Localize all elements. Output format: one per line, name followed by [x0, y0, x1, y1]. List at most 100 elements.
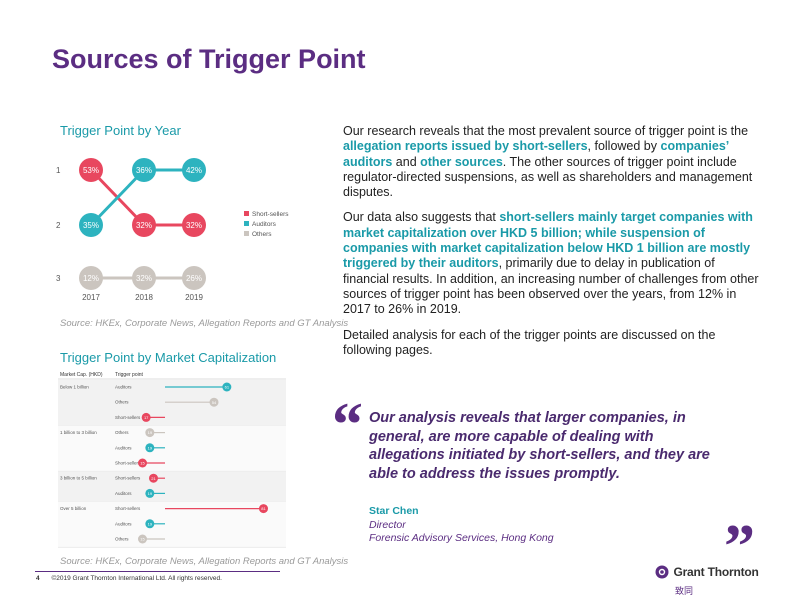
lollipop-head [138, 458, 147, 468]
author-department: Forensic Advisory Services, Hong Kong [369, 532, 554, 544]
x-tick-label: 2018 [135, 293, 153, 302]
group-band [58, 425, 286, 472]
data-point [182, 266, 206, 290]
row-label: Auditors [115, 445, 132, 450]
x-tick-label: 2019 [185, 293, 203, 302]
logo-chinese: 致同 [675, 586, 694, 596]
data-label: 21 [151, 476, 156, 481]
highlight-text: other sources [420, 154, 503, 169]
data-label: 15 [140, 537, 145, 542]
lollipop-head [138, 534, 147, 544]
data-label: 61 [225, 385, 230, 390]
legend-swatch [244, 231, 249, 236]
chart1-source: Source: HKEx, Corporate News, Allegation… [60, 318, 349, 329]
paragraph-2: Our data also suggests that short-seller… [343, 210, 763, 317]
data-label: 81 [261, 506, 266, 511]
lollipop-head [145, 519, 155, 529]
grant-thornton-logo: Grant Thornton 致同 [655, 563, 759, 599]
y-tick-label: 2 [56, 221, 61, 230]
data-label: 32% [136, 274, 152, 283]
author-role: Director [369, 518, 406, 531]
body-segment: . The other sources of trigger point inc… [343, 154, 753, 200]
highlight-text: allegation reports issued by short-selle… [343, 139, 588, 154]
column-header: Market Cap. (HKD) [60, 372, 103, 378]
data-label: 54 [212, 400, 217, 405]
data-label: 15 [140, 461, 145, 466]
group-label: Over 5 billion [60, 506, 87, 511]
body-segment: Our research reveals that the most preva… [343, 124, 749, 138]
author-name: Star Chen [369, 505, 419, 517]
lollipop-head [259, 504, 268, 514]
data-label: 19 [148, 491, 153, 496]
body-segment: Our data also suggests that [343, 210, 500, 225]
paragraph-1: Our research reveals that the most preva… [343, 124, 763, 200]
body-segment: , followed by [587, 139, 661, 154]
column-header: Trigger point [115, 372, 143, 378]
body-text: Our research reveals that the most preva… [343, 124, 763, 368]
lollipop-head [145, 428, 155, 438]
group-band [58, 380, 286, 426]
data-point [182, 213, 206, 237]
highlight-text: companies’ auditors [343, 139, 729, 169]
quote-attribution: Star Chen Director Forensic Advisory Ser… [369, 505, 554, 546]
body-segment: , primarily due to delay in publication … [343, 256, 759, 317]
group-band [58, 501, 286, 548]
data-point [182, 158, 206, 182]
data-point [132, 213, 156, 237]
open-quote-icon: “ [332, 391, 363, 459]
footer: 4 ©2019 Grant Thornton International Ltd… [36, 575, 222, 582]
x-tick-label: 2017 [82, 293, 100, 302]
data-label: 53% [83, 166, 99, 175]
footer-divider [35, 571, 280, 572]
row-label: Auditors [115, 491, 132, 496]
pull-quote: Our analysis reveals that larger compani… [369, 410, 710, 482]
page-number: 4 [36, 575, 40, 582]
data-point [79, 213, 103, 237]
row-label: Auditors [115, 385, 132, 390]
lollipop-head [149, 473, 158, 483]
group-label: Below 1 billion [60, 385, 89, 390]
data-point [132, 266, 156, 290]
legend-label: Auditors [252, 221, 277, 228]
data-label: 17 [144, 415, 149, 420]
body-segment: and [392, 154, 421, 169]
row-label: Auditors [115, 521, 132, 526]
data-point [79, 266, 103, 290]
row-label: Others [115, 400, 129, 405]
legend-swatch [244, 211, 249, 216]
page-title: Sources of Trigger Point [52, 44, 366, 74]
row-label: Others [115, 430, 129, 435]
legend-label: Short-sellers [252, 211, 289, 218]
copyright: ©2019 Grant Thornton International Ltd. … [51, 575, 222, 582]
data-point [79, 158, 103, 182]
data-label: 12% [83, 274, 99, 283]
row-label: Short-sellers [115, 415, 141, 420]
lollipop-head [222, 382, 232, 392]
row-label: Short-sellers [115, 461, 141, 466]
lollipop-head [141, 412, 151, 422]
lollipop-head [145, 488, 155, 498]
row-label: Others [115, 537, 129, 542]
chart1-title: Trigger Point by Year [60, 123, 181, 138]
logo-mark-icon [655, 565, 669, 579]
paragraph-3: Detailed analysis for each of the trigge… [343, 327, 716, 357]
group-label: 1 billion to 3 billion [60, 430, 97, 435]
row-label: Short-sellers [115, 476, 141, 481]
data-label: 19 [148, 445, 153, 450]
lollipop-head [145, 443, 155, 453]
data-point [132, 158, 156, 182]
group-band [58, 471, 286, 502]
legend-label: Others [252, 231, 272, 238]
chart2-title: Trigger Point by Market Capitalization [60, 350, 277, 365]
data-label: 26% [186, 274, 202, 283]
data-label: 42% [186, 166, 202, 175]
data-label: 32% [186, 221, 202, 230]
lollipop-head [209, 397, 219, 407]
group-label: 3 billion to 5 billion [60, 476, 97, 481]
logo-brand: Grant Thornton [673, 565, 759, 579]
data-label: 19 [148, 430, 153, 435]
chart2-source: Source: HKEx, Corporate News, Allegation… [60, 556, 349, 567]
data-label: 36% [136, 166, 152, 175]
